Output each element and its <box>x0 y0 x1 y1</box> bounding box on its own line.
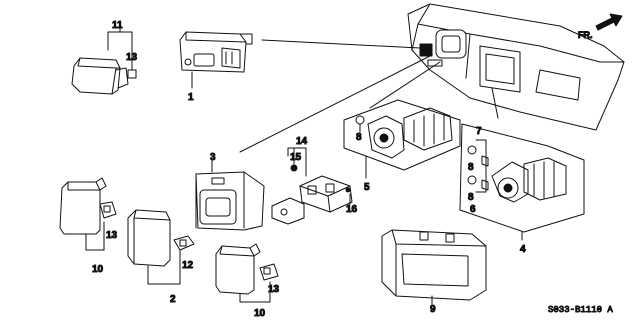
callout-5: 5 <box>364 182 370 193</box>
part-2-cover <box>127 209 195 285</box>
callout-10-bottom: 10 <box>254 308 266 319</box>
part-10-cover-bottom <box>215 243 279 303</box>
callout-6: 6 <box>470 204 476 215</box>
dashboard-outline <box>407 3 625 131</box>
callout-9: 9 <box>430 304 436 315</box>
callout-10-left: 10 <box>92 264 104 275</box>
part-10-cover-left <box>59 177 117 251</box>
callout-15: 15 <box>290 152 302 163</box>
part-11-switch-cover <box>71 25 137 95</box>
callout-3: 3 <box>210 152 216 163</box>
callout-8-a: 8 <box>356 132 362 143</box>
callout-16: 16 <box>346 204 358 215</box>
front-direction-arrow: FR. <box>578 13 623 41</box>
callout-labels: 11 13 1 8 5 7 8 8 6 4 14 15 16 3 13 10 1… <box>92 20 527 320</box>
part-9-bezel <box>381 229 487 305</box>
leader-lines <box>239 39 499 153</box>
diagram-code: S033-B1110 A <box>548 305 613 315</box>
callout-1: 1 <box>188 92 194 103</box>
part-5-switch-assembly <box>343 99 461 179</box>
part-1-switch <box>179 31 253 89</box>
part-14-connector <box>271 147 353 225</box>
part-3-switch-housing <box>195 159 265 231</box>
callout-11: 11 <box>112 20 123 31</box>
callout-14: 14 <box>296 136 308 147</box>
callout-13-left: 13 <box>106 230 118 241</box>
callout-13-bottom: 13 <box>268 284 280 295</box>
part-4-switch-assembly <box>459 123 585 241</box>
callout-13-top: 13 <box>126 52 138 63</box>
callout-8-b: 8 <box>468 162 474 173</box>
callout-12: 12 <box>182 260 194 271</box>
callout-8-c: 8 <box>468 192 474 203</box>
direction-label: FR. <box>578 30 593 40</box>
callout-4: 4 <box>520 244 526 255</box>
callout-7: 7 <box>476 126 482 137</box>
callout-2: 2 <box>170 294 176 305</box>
